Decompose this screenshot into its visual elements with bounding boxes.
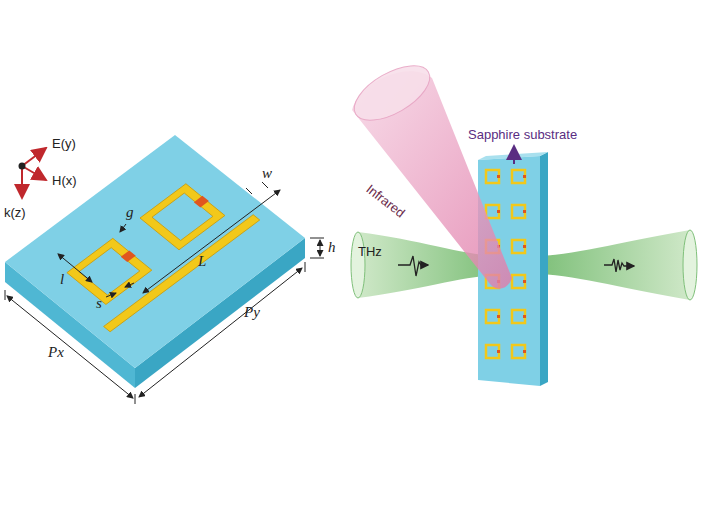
field-label: k(z) <box>4 206 26 219</box>
resonator-cell <box>512 240 525 253</box>
unit-cell-slab <box>5 135 305 388</box>
coordinate-axes <box>19 148 47 198</box>
dimension-label: Px <box>48 345 64 360</box>
resonator-cell <box>512 205 525 218</box>
resonator-cell <box>512 275 525 288</box>
beam-label: Infrared <box>364 182 407 220</box>
dimension-label: g <box>126 205 134 220</box>
dimension-lines <box>5 182 324 404</box>
dimension-label: L <box>198 254 206 269</box>
dimension-label: w <box>262 166 272 181</box>
resonator-cell <box>486 345 499 358</box>
dimension-label: l <box>60 272 64 287</box>
resonator-cell <box>486 205 499 218</box>
dimension-label: s <box>96 296 102 311</box>
resonator-cell <box>512 345 525 358</box>
field-label: H(x) <box>52 174 77 187</box>
resonator-cell <box>486 310 499 323</box>
field-label: E(y) <box>52 137 76 150</box>
substrate-label: Sapphire substrate <box>468 128 577 141</box>
infrared-beam <box>346 55 512 289</box>
dimension-label: Py <box>244 305 260 320</box>
dimension-label: h <box>328 240 336 255</box>
beam-label: THz <box>358 245 382 258</box>
pointer-arrow <box>513 148 515 164</box>
resonator-cell <box>512 310 525 323</box>
resonator-cell <box>512 170 525 183</box>
resonator-cell <box>486 170 499 183</box>
